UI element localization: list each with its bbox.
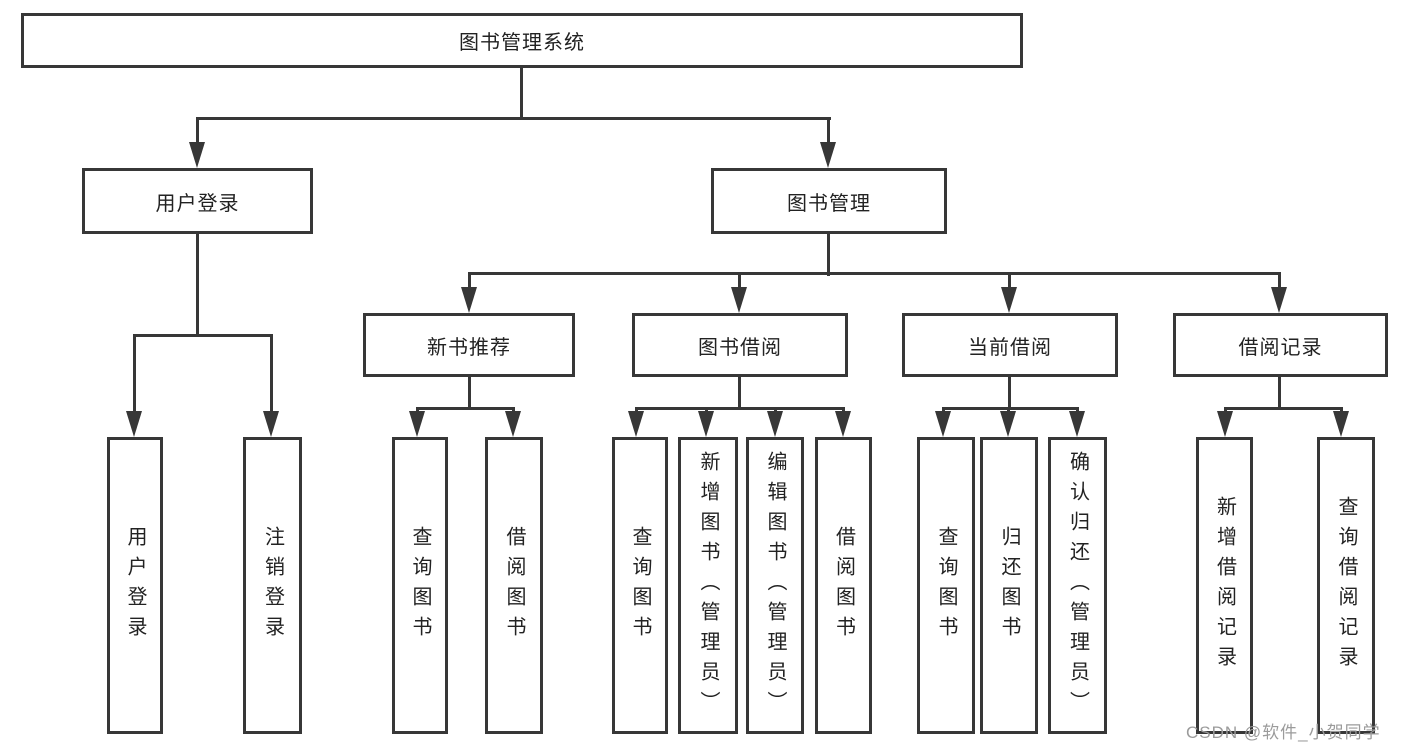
connector-borrow-stem xyxy=(738,272,741,292)
connector-leaf-logout-stem xyxy=(270,334,273,416)
connector-level3-split xyxy=(468,272,1281,275)
box-book-management: 图书管理 xyxy=(711,168,947,234)
leaf-edit-book-admin: 编辑图书（管理员） xyxy=(746,437,804,734)
leaf-borrow-books-2: 借阅图书 xyxy=(815,437,872,734)
leaf-return-book-label: 归还图书 xyxy=(998,525,1020,646)
leaf-add-book-admin-label: 新增图书（管理员） xyxy=(697,450,719,721)
arrowhead-leaf-user-login xyxy=(126,411,142,437)
connector-recommend-down xyxy=(468,375,471,410)
arrowhead-current xyxy=(1001,287,1017,313)
arrowhead-records-c2 xyxy=(1333,411,1349,437)
arrowhead-borrow-c1 xyxy=(628,411,644,437)
arrowhead-recommend-c2 xyxy=(505,411,521,437)
connector-recommend-stem xyxy=(468,272,471,292)
leaf-confirm-return-admin: 确认归还（管理员） xyxy=(1048,437,1107,734)
leaf-logout-login: 注销登录 xyxy=(243,437,302,734)
leaf-query-borrow-record-label: 查询借阅记录 xyxy=(1335,495,1357,676)
arrowhead-recommend-c1 xyxy=(409,411,425,437)
connector-recommend-split xyxy=(416,407,515,410)
arrowhead-borrow xyxy=(731,287,747,313)
box-current-borrow: 当前借阅 xyxy=(902,313,1118,377)
leaf-query-books-2: 查询图书 xyxy=(612,437,668,734)
arrowhead-book-mgmt xyxy=(820,142,836,168)
arrowhead-recommend xyxy=(461,287,477,313)
leaf-query-books-3: 查询图书 xyxy=(917,437,975,734)
leaf-borrow-books-1-label: 借阅图书 xyxy=(503,525,525,646)
arrowhead-records xyxy=(1271,287,1287,313)
connector-current-stem xyxy=(1008,272,1011,292)
leaf-add-book-admin: 新增图书（管理员） xyxy=(678,437,738,734)
leaf-logout-login-label: 注销登录 xyxy=(261,525,284,646)
arrowhead-borrow-c3 xyxy=(767,411,783,437)
box-borrow-records: 借阅记录 xyxy=(1173,313,1388,377)
arrowhead-records-c1 xyxy=(1217,411,1233,437)
leaf-user-login-label: 用户登录 xyxy=(124,525,146,646)
leaf-edit-book-admin-label: 编辑图书（管理员） xyxy=(764,450,786,721)
connector-user-login-stem xyxy=(196,117,199,148)
leaf-borrow-books-2-label: 借阅图书 xyxy=(832,525,855,646)
box-user-login: 用户登录 xyxy=(82,168,313,234)
leaf-query-books-1-label: 查询图书 xyxy=(409,525,431,646)
connector-records-split xyxy=(1224,407,1343,410)
connector-level2-split xyxy=(196,117,831,120)
connector-current-split xyxy=(942,407,1079,410)
leaf-confirm-return-admin-label: 确认归还（管理员） xyxy=(1066,450,1089,721)
leaf-query-books-1: 查询图书 xyxy=(392,437,448,734)
box-book-borrow: 图书借阅 xyxy=(632,313,848,377)
connector-borrow-down xyxy=(738,375,741,410)
box-library-system: 图书管理系统 xyxy=(21,13,1023,68)
arrowhead-leaf-logout xyxy=(263,411,279,437)
leaf-return-book: 归还图书 xyxy=(980,437,1038,734)
arrowhead-borrow-c2 xyxy=(698,411,714,437)
arrowhead-current-c1 xyxy=(935,411,951,437)
leaf-add-borrow-record-label: 新增借阅记录 xyxy=(1213,495,1236,676)
leaf-borrow-books-1: 借阅图书 xyxy=(485,437,543,734)
arrowhead-user-login xyxy=(189,142,205,168)
connector-user-login-down xyxy=(196,232,199,337)
leaf-query-books-3-label: 查询图书 xyxy=(935,525,957,646)
connector-records-stem xyxy=(1278,272,1281,292)
connector-root-stem xyxy=(520,65,523,120)
connector-book-mgmt-down xyxy=(827,232,830,276)
connector-records-down xyxy=(1278,375,1281,410)
arrowhead-current-c2 xyxy=(1000,411,1016,437)
leaf-add-borrow-record: 新增借阅记录 xyxy=(1196,437,1253,734)
leaf-query-books-2-label: 查询图书 xyxy=(629,525,651,646)
watermark: CSDN @软件_小贺同学 xyxy=(1186,723,1381,742)
arrowhead-current-c3 xyxy=(1069,411,1085,437)
leaf-user-login: 用户登录 xyxy=(107,437,163,734)
connector-current-down xyxy=(1008,375,1011,410)
arrowhead-borrow-c4 xyxy=(835,411,851,437)
connector-book-mgmt-stem xyxy=(827,117,830,148)
connector-leaf-user-login-stem xyxy=(133,334,136,416)
box-new-book-recommend: 新书推荐 xyxy=(363,313,575,377)
leaf-query-borrow-record: 查询借阅记录 xyxy=(1317,437,1375,734)
connector-user-login-split xyxy=(133,334,273,337)
connector-borrow-split xyxy=(635,407,844,410)
